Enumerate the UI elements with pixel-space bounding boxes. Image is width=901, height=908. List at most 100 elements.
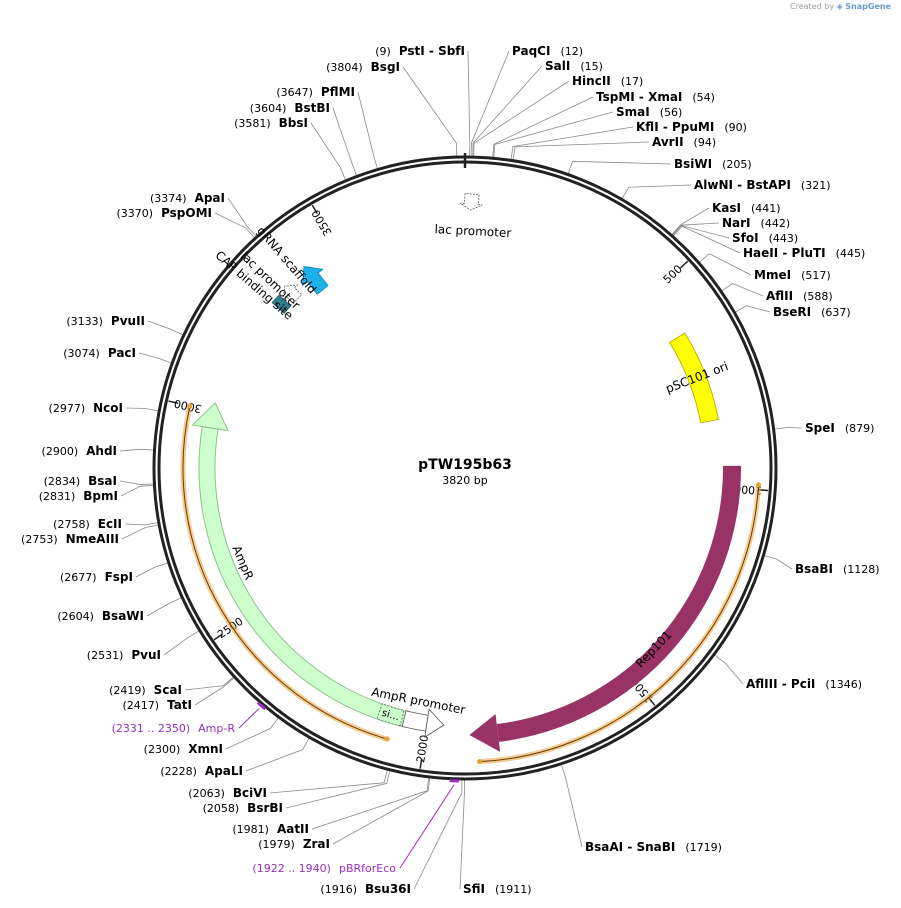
enzyme-label[interactable]: KasI(441) — [712, 201, 781, 215]
enzyme-label[interactable]: SfiI(1911) — [463, 882, 532, 896]
enzyme-label[interactable]: SpeI(879) — [805, 421, 874, 435]
enzyme-label[interactable]: BsaAI - SnaBI(1719) — [585, 840, 722, 854]
enzyme-label[interactable]: HaeII - PluTI(445) — [743, 246, 865, 260]
enzyme-label[interactable]: AflIII - PciI(1346) — [746, 677, 862, 691]
enzyme-name[interactable]: BpmI — [83, 489, 118, 503]
enzyme-name[interactable]: SmaI — [616, 105, 650, 119]
grna-scaffold-arrow[interactable] — [294, 258, 333, 298]
enzyme-label-text[interactable]: PaqCI(12) — [512, 44, 583, 58]
enzyme-name[interactable]: PstI - SbfI — [399, 44, 465, 58]
psc101-ori-box[interactable] — [668, 332, 719, 424]
enzyme-label-text[interactable]: KflI - PpuMI(90) — [636, 120, 747, 134]
enzyme-label-text[interactable]: SalI(15) — [545, 59, 603, 73]
enzyme-name[interactable]: SpeI — [805, 421, 835, 435]
enzyme-label-text[interactable]: (3074)PacI — [63, 346, 136, 360]
enzyme-name[interactable]: ZraI — [303, 837, 330, 851]
enzyme-label-text[interactable]: (3370)PspOMI — [116, 206, 212, 220]
enzyme-label-text[interactable]: (3604)BstBI — [250, 101, 330, 115]
enzyme-name[interactable]: ApaI — [195, 191, 225, 205]
cap-binding-site-box[interactable] — [271, 294, 292, 314]
enzyme-label-text[interactable]: (2058)BsrBI — [203, 801, 283, 815]
enzyme-name[interactable]: AvrII — [652, 135, 684, 149]
enzyme-name[interactable]: BstBI — [294, 101, 330, 115]
enzyme-label[interactable]: (9)PstI - SbfI — [375, 44, 465, 58]
enzyme-label[interactable]: (3604)BstBI — [250, 101, 330, 115]
enzyme-label-text[interactable]: KasI(441) — [712, 201, 781, 215]
enzyme-label[interactable]: MmeI(517) — [754, 268, 831, 282]
enzyme-label[interactable]: HincII(17) — [572, 74, 643, 88]
ampr-arrow[interactable] — [198, 426, 409, 728]
enzyme-name[interactable]: BsaWI — [102, 609, 144, 623]
enzyme-name[interactable]: BsgI — [371, 60, 400, 74]
enzyme-label[interactable]: (1979)ZraI — [258, 837, 330, 851]
enzyme-label-text[interactable]: (2531)PvuI — [87, 648, 161, 662]
enzyme-label[interactable]: (3370)PspOMI — [116, 206, 212, 220]
enzyme-label[interactable]: AflII(588) — [766, 289, 833, 303]
enzyme-name[interactable]: AflIII - PciI — [746, 677, 815, 691]
enzyme-label[interactable]: (3581)BbsI — [234, 116, 308, 130]
enzyme-name[interactable]: BbsI — [279, 116, 308, 130]
enzyme-label[interactable]: (3374)ApaI — [150, 191, 225, 205]
enzyme-label[interactable]: AvrII(94) — [652, 135, 716, 149]
enzyme-label[interactable]: (2604)BsaWI — [57, 609, 144, 623]
enzyme-label[interactable]: (2300)XmnI — [144, 742, 223, 756]
enzyme-label-text[interactable]: (2677)FspI — [60, 570, 133, 584]
enzyme-label-text[interactable]: SpeI(879) — [805, 421, 874, 435]
enzyme-name[interactable]: PvuI — [131, 648, 161, 662]
enzyme-label-text[interactable]: NarI(442) — [722, 216, 790, 230]
enzyme-label[interactable]: (3133)PvuII — [66, 314, 145, 328]
enzyme-label[interactable]: (2063)BciVI — [188, 786, 267, 800]
enzyme-name[interactable]: EcII — [98, 517, 122, 531]
enzyme-label-text[interactable]: (2604)BsaWI — [57, 609, 144, 623]
enzyme-label-text[interactable]: AlwNI - BstAPI(321) — [694, 178, 831, 192]
ampr-promoter-arrow[interactable] — [401, 710, 429, 732]
enzyme-label-text[interactable]: SmaI(56) — [616, 105, 682, 119]
enzyme-name[interactable]: ScaI — [154, 683, 182, 697]
enzyme-label[interactable]: (2058)BsrBI — [203, 801, 283, 815]
enzyme-label[interactable]: SfoI(443) — [732, 231, 798, 245]
rep101-arrow[interactable] — [496, 465, 741, 742]
enzyme-label-text[interactable]: (2900)AhdI — [42, 444, 117, 458]
enzyme-label-text[interactable]: (3133)PvuII — [66, 314, 145, 328]
enzyme-label-text[interactable]: (3374)ApaI — [150, 191, 225, 205]
enzyme-label[interactable]: (3074)PacI — [63, 346, 136, 360]
enzyme-label-text[interactable]: (1916)Bsu36I — [320, 882, 411, 896]
enzyme-name[interactable]: BsaI — [88, 474, 117, 488]
enzyme-name[interactable]: PspOMI — [161, 206, 212, 220]
enzyme-label[interactable]: (3647)PflMI — [276, 85, 355, 99]
enzyme-label[interactable]: (2228)ApaLI — [160, 764, 243, 778]
enzyme-label-text[interactable]: (2758)EcII — [53, 517, 122, 531]
enzyme-label-text[interactable]: BseRI(637) — [773, 305, 851, 319]
enzyme-label-text[interactable]: (1981)AatII — [232, 822, 309, 836]
enzyme-name[interactable]: AatII — [277, 822, 309, 836]
enzyme-label[interactable]: BsaBI(1128) — [795, 562, 880, 576]
enzyme-name[interactable]: HaeII - PluTI — [743, 246, 826, 260]
enzyme-label-text[interactable]: (2831)BpmI — [39, 489, 118, 503]
enzyme-name[interactable]: AhdI — [86, 444, 117, 458]
enzyme-name[interactable]: BciVI — [233, 786, 267, 800]
enzyme-name[interactable]: BseRI — [773, 305, 811, 319]
enzyme-label[interactable]: KflI - PpuMI(90) — [636, 120, 747, 134]
enzyme-label-text[interactable]: (3581)BbsI — [234, 116, 308, 130]
enzyme-label-text[interactable]: (2834)BsaI — [44, 474, 117, 488]
enzyme-name[interactable]: SfiI — [463, 882, 485, 896]
enzyme-name[interactable]: AflII — [766, 289, 793, 303]
enzyme-name[interactable]: PacI — [108, 346, 136, 360]
ampr-promoter-arrow-head[interactable] — [424, 708, 445, 738]
enzyme-name[interactable]: SfoI — [732, 231, 759, 245]
enzyme-name[interactable]: HincII — [572, 74, 611, 88]
enzyme-label[interactable]: SmaI(56) — [616, 105, 682, 119]
lac-promoter-top-arrow[interactable] — [460, 193, 483, 211]
enzyme-name[interactable]: PvuII — [111, 314, 145, 328]
enzyme-label-text[interactable]: (3647)PflMI — [276, 85, 355, 99]
primer-name[interactable]: Amp-R — [198, 722, 235, 735]
enzyme-label-text[interactable]: (2419)ScaI — [109, 683, 182, 697]
enzyme-label[interactable]: NarI(442) — [722, 216, 790, 230]
enzyme-name[interactable]: NmeAIII — [66, 532, 119, 546]
enzyme-label-text[interactable]: SfoI(443) — [732, 231, 798, 245]
enzyme-name[interactable]: MmeI — [754, 268, 791, 282]
enzyme-label[interactable]: TspMI - XmaI(54) — [596, 90, 715, 104]
enzyme-name[interactable]: PaqCI — [512, 44, 550, 58]
enzyme-label-text[interactable]: (2228)ApaLI — [160, 764, 243, 778]
enzyme-name[interactable]: PflMI — [321, 85, 355, 99]
